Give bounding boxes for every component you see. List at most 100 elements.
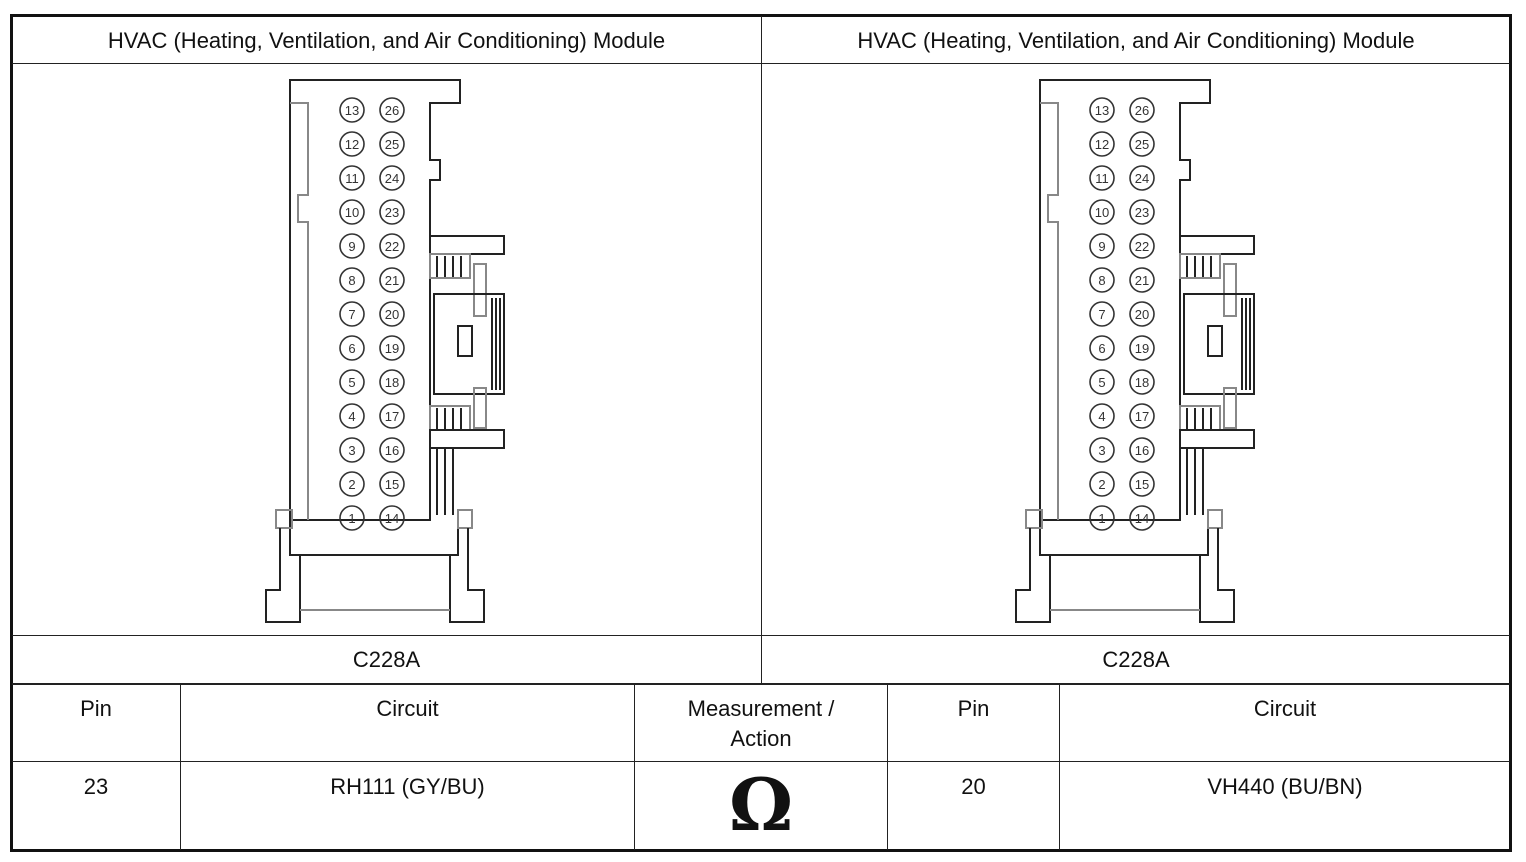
pin-10 [339,199,365,225]
pin-label-24: 24 [385,171,399,186]
pin-label-7: 7 [1098,307,1105,322]
pin-label-20: 20 [1135,307,1149,322]
pin-21 [379,267,405,293]
pin-12 [339,131,365,157]
pin-20 [379,301,405,327]
pin-8 [1089,267,1115,293]
pin-label-24: 24 [1135,171,1149,186]
pin-label-16: 16 [1135,443,1149,458]
pin-4 [339,403,365,429]
right-connector-id: C228A [1102,647,1170,672]
pin-label-2: 2 [1098,477,1105,492]
pin-10 [1089,199,1115,225]
pin-2 [339,471,365,497]
header-pin-a: Pin [80,696,112,721]
cell-pin-b: 20 [961,774,986,799]
pin-7 [339,301,365,327]
header-circuit-a: Circuit [376,696,439,721]
header-pin-b: Pin [957,696,990,721]
cell-circuit-a: RH111 (GY/BU) [330,774,485,799]
pin-3 [1089,437,1115,463]
pin-26 [1129,97,1155,123]
pin-22 [1129,233,1155,259]
pin-14 [1129,505,1155,531]
pin-11 [339,165,365,191]
divider-col-1 [180,684,181,850]
pin-18 [1129,369,1155,395]
pin-label-21: 21 [385,273,399,288]
latch-top [1179,235,1255,255]
pin-17 [379,403,405,429]
pin-label-21: 21 [1135,273,1149,288]
latch-body [1183,293,1255,395]
pin-label-12: 12 [345,137,359,152]
pin-label-22: 22 [385,239,399,254]
divider-col-4 [1059,684,1060,850]
ohm-icon: Ω [728,762,794,847]
divider-col-2 [634,684,635,850]
pin-23 [1129,199,1155,225]
pin-12 [1089,131,1115,157]
pin-label-19: 19 [1135,341,1149,356]
pin-15 [379,471,405,497]
pin-15 [1129,471,1155,497]
header-measurement-line1: Measurement / [687,696,835,721]
pin-6 [339,335,365,361]
right-module-title: HVAC (Heating, Ventilation, and Air Cond… [857,28,1415,53]
pin-label-6: 6 [1098,341,1105,356]
pin-label-20: 20 [385,307,399,322]
pin-label-18: 18 [1135,375,1149,390]
pin-7 [1089,301,1115,327]
pin-label-1: 1 [1098,511,1105,526]
latch-ribs-top [1179,253,1221,279]
pin-label-25: 25 [1135,137,1149,152]
pin-1 [1089,505,1115,531]
latch-top [429,235,505,255]
pin-label-17: 17 [1135,409,1149,424]
latch-window [1207,325,1223,357]
pin-label-1: 1 [348,511,355,526]
housing-base [1039,520,1209,556]
pin-label-2: 2 [348,477,355,492]
mounting-tabs [1025,509,1223,529]
pin-5 [1089,369,1115,395]
pin-label-5: 5 [348,375,355,390]
header-circuit-b: Circuit [1253,696,1317,721]
pin-25 [1129,131,1155,157]
housing-outline [1039,79,1211,521]
pin-label-26: 26 [385,103,399,118]
housing-inner-wall [1040,102,1059,520]
pin-13 [339,97,365,123]
pin-label-6: 6 [348,341,355,356]
pin-label-14: 14 [1135,511,1149,526]
pin-25 [379,131,405,157]
pin-label-18: 18 [385,375,399,390]
pin-9 [1089,233,1115,259]
pin-19 [379,335,405,361]
header-measurement: Measurement / Action [635,694,887,754]
left-connector-diagram: 1312111098765432126252423222120191817161… [265,79,505,623]
housing-feet [265,528,485,623]
pin-label-15: 15 [1135,477,1149,492]
latch-body [433,293,505,395]
pin-label-23: 23 [1135,205,1149,220]
pin-label-7: 7 [348,307,355,322]
pin-label-4: 4 [348,409,355,424]
latch-pin-bottom [1223,387,1237,429]
pin-21 [1129,267,1155,293]
pin-label-10: 10 [345,205,359,220]
pin-label-15: 15 [385,477,399,492]
pin-label-22: 22 [1135,239,1149,254]
pin-label-8: 8 [1098,273,1105,288]
pin-20 [1129,301,1155,327]
pin-label-17: 17 [385,409,399,424]
housing-inner-wall [290,102,309,520]
pin-5 [339,369,365,395]
pin-2 [1089,471,1115,497]
latch-pin-top [1223,263,1237,317]
pin-label-3: 3 [348,443,355,458]
pin-label-4: 4 [1098,409,1105,424]
pin-label-5: 5 [1098,375,1105,390]
pin-1 [339,505,365,531]
pin-label-26: 26 [1135,103,1149,118]
